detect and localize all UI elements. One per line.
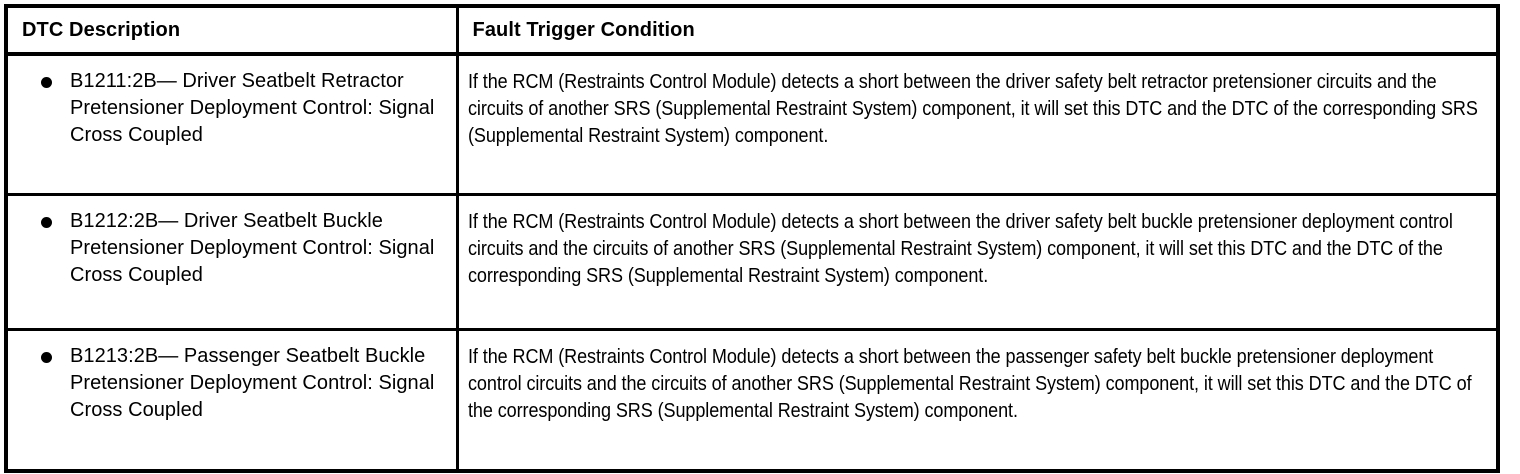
bullet-icon (41, 217, 52, 228)
list-item: B1212:2B— Driver Seatbelt Buckle Pretens… (41, 208, 448, 289)
column-header-dtc-description-label: DTC Description (22, 19, 181, 41)
dtc-description-text: B1213:2B— Passenger Seatbelt Buckle Pret… (70, 345, 435, 421)
column-header-fault-trigger-condition-label: Fault Trigger Condition (472, 19, 695, 41)
column-header-dtc-description: DTC Description (6, 6, 459, 56)
dtc-description-content: B1211:2B— Driver Seatbelt Retractor Pret… (8, 56, 456, 193)
cell-dtc-description: B1212:2B— Driver Seatbelt Buckle Pretens… (6, 194, 459, 331)
table-header: DTC Description Fault Trigger Condition (6, 6, 1498, 56)
column-header-fault-trigger-condition: Fault Trigger Condition (457, 6, 1498, 56)
dtc-fault-table: DTC Description Fault Trigger Condition … (4, 4, 1500, 473)
fault-trigger-condition-content: If the RCM (Restraints Control Module) d… (459, 331, 1497, 469)
table-body: B1211:2B— Driver Seatbelt Retractor Pret… (6, 54, 1498, 471)
fault-trigger-condition-text: If the RCM (Restraints Control Module) d… (467, 345, 1472, 422)
cell-fault-trigger-condition: If the RCM (Restraints Control Module) d… (457, 54, 1498, 196)
cell-dtc-description: B1213:2B— Passenger Seatbelt Buckle Pret… (6, 329, 459, 471)
cell-dtc-description: B1211:2B— Driver Seatbelt Retractor Pret… (6, 54, 459, 196)
table-header-row: DTC Description Fault Trigger Condition (6, 6, 1498, 56)
fault-trigger-condition-text: If the RCM (Restraints Control Module) d… (467, 210, 1453, 287)
table-row: B1212:2B— Driver Seatbelt Buckle Pretens… (6, 194, 1498, 331)
dtc-description-text: B1211:2B— Driver Seatbelt Retractor Pret… (70, 70, 435, 146)
cell-fault-trigger-condition: If the RCM (Restraints Control Module) d… (457, 194, 1498, 331)
list-item: B1213:2B— Passenger Seatbelt Buckle Pret… (41, 343, 448, 424)
dtc-description-content: B1213:2B— Passenger Seatbelt Buckle Pret… (8, 331, 456, 469)
fault-trigger-condition-text: If the RCM (Restraints Control Module) d… (467, 70, 1478, 147)
table-row: B1211:2B— Driver Seatbelt Retractor Pret… (6, 54, 1498, 196)
list-item: B1211:2B— Driver Seatbelt Retractor Pret… (41, 68, 448, 149)
fault-trigger-condition-content: If the RCM (Restraints Control Module) d… (459, 56, 1497, 193)
dtc-description-text: B1212:2B— Driver Seatbelt Buckle Pretens… (70, 210, 435, 286)
dtc-description-content: B1212:2B— Driver Seatbelt Buckle Pretens… (8, 196, 456, 328)
bullet-icon (41, 77, 52, 88)
table-row: B1213:2B— Passenger Seatbelt Buckle Pret… (6, 329, 1498, 472)
bullet-icon (41, 352, 52, 363)
fault-trigger-condition-content: If the RCM (Restraints Control Module) d… (459, 196, 1497, 328)
cell-fault-trigger-condition: If the RCM (Restraints Control Module) d… (457, 330, 1498, 472)
